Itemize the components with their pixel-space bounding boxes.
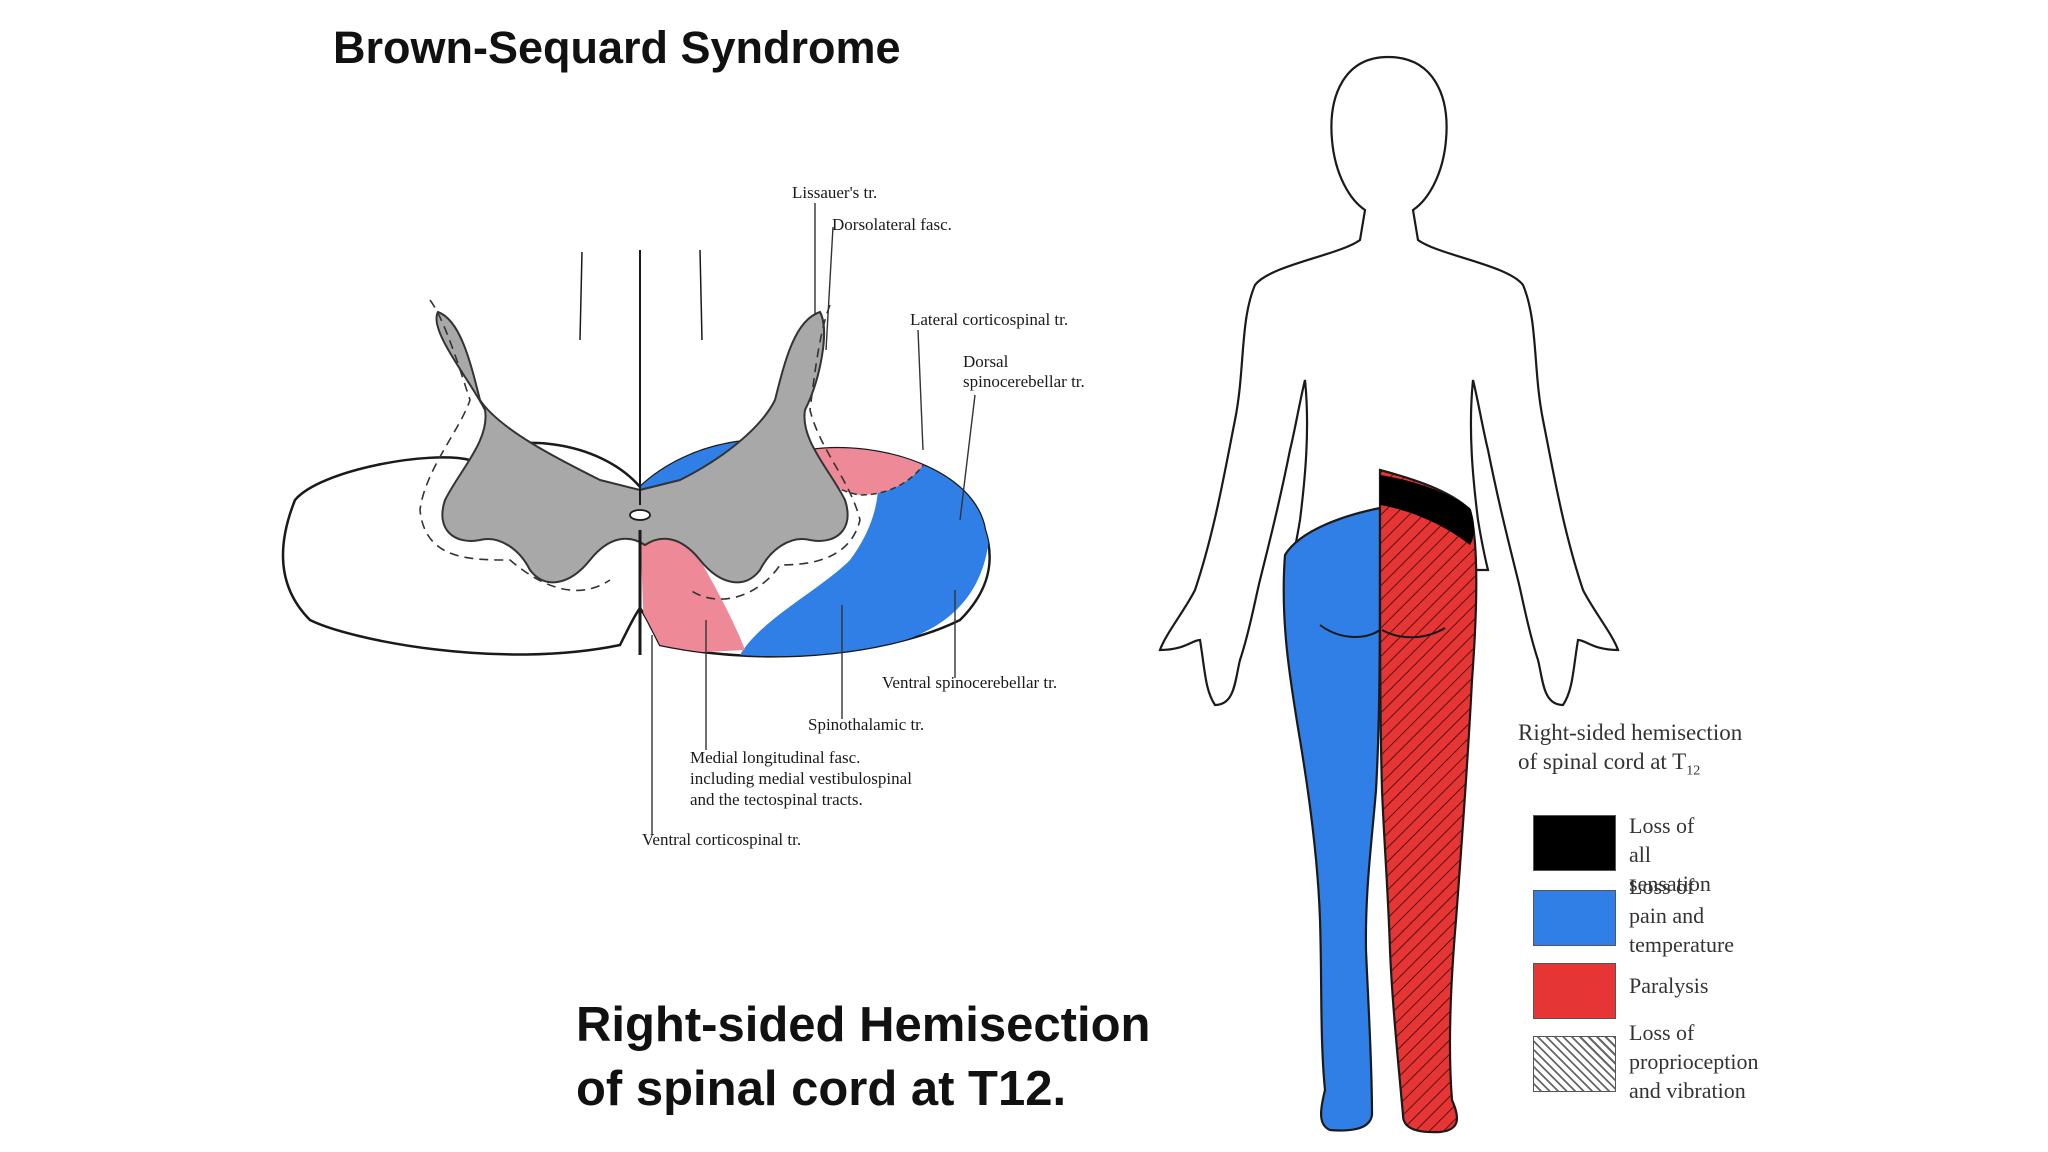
caption-line2: of spinal cord at T12. bbox=[576, 1062, 1067, 1116]
gluteal-fold-left bbox=[1319, 624, 1381, 638]
band-all-sensation-loss bbox=[1380, 475, 1475, 545]
label-dorsal-spinocerebellar-1: Dorsal bbox=[963, 352, 1009, 371]
slide-caption: Right-sided Hemisection of spinal cord a… bbox=[576, 993, 1150, 1121]
legend-line: Loss of all bbox=[1629, 813, 1695, 867]
legend-text-proprioception: Loss of proprioception and vibration bbox=[1629, 1018, 1759, 1105]
legend-title-subscript: 12 bbox=[1686, 763, 1701, 779]
left-leg-pain-temperature-loss bbox=[1282, 506, 1382, 1132]
central-canal bbox=[629, 509, 651, 521]
label-medial-longitudinal-2: including medial vestibulospinal bbox=[690, 769, 912, 788]
legend-line: Loss of bbox=[1629, 874, 1695, 899]
slide-title: Brown-Sequard Syndrome bbox=[333, 22, 901, 73]
label-lissauers-tract: Lissauer's tr. bbox=[792, 183, 878, 202]
solid-red-swatch-icon bbox=[1533, 963, 1616, 1019]
label-medial-longitudinal-1: Medial longitudinal fasc. bbox=[690, 748, 861, 767]
legend-title-line2-text: of spinal cord at T bbox=[1518, 749, 1687, 774]
gray-matter bbox=[435, 310, 849, 584]
label-dorsolateral-fasciculus: Dorsolateral fasc. bbox=[832, 215, 952, 234]
legend-text-paralysis: Paralysis bbox=[1629, 971, 1708, 1000]
label-lateral-corticospinal-tract: Lateral corticospinal tr. bbox=[910, 310, 1069, 329]
label-leader-lines bbox=[651, 203, 976, 835]
legend-line: temperature bbox=[1629, 932, 1735, 957]
legend-title-line2: of spinal cord at T12 bbox=[1518, 747, 1742, 786]
legend-line: pain and bbox=[1629, 903, 1705, 928]
caption-line1: Right-sided Hemisection bbox=[576, 998, 1151, 1052]
gray-matter-dashed-outline bbox=[419, 299, 611, 592]
leader-dorsal-spinocerebellar bbox=[959, 394, 976, 521]
label-ventral-corticospinal-tract: Ventral corticospinal tr. bbox=[642, 830, 802, 849]
legend-line: and vibration bbox=[1629, 1078, 1746, 1103]
legend-title-line1: Right-sided hemisection bbox=[1518, 720, 1743, 745]
label-dorsal-spinocerebellar-2: spinocerebellar tr. bbox=[963, 372, 1085, 391]
label-spinothalamic-tract: Spinothalamic tr. bbox=[808, 715, 925, 734]
gluteal-fold-right bbox=[1381, 627, 1446, 639]
legend-line: proprioception bbox=[1629, 1049, 1759, 1074]
legend-title: Right-sided hemisection of spinal cord a… bbox=[1518, 718, 1742, 786]
legend-line: Loss of bbox=[1629, 1020, 1695, 1045]
leader-dorsolateral bbox=[825, 226, 834, 351]
leader-lateral-corticospinal bbox=[917, 329, 924, 451]
gray-matter-dashed-outline-right bbox=[689, 304, 861, 600]
legend-line: sensation bbox=[1629, 871, 1711, 896]
hatched-swatch-icon bbox=[1533, 1036, 1616, 1092]
dorsal-intermediate-septum-right bbox=[699, 249, 703, 341]
cord-outline-group bbox=[281, 249, 991, 658]
label-medial-longitudinal-3: and the tectospinal tracts. bbox=[690, 790, 863, 809]
legend-text-pain-temperature: Loss of pain and temperature bbox=[1629, 872, 1734, 959]
solid-blue-swatch-icon bbox=[1533, 890, 1616, 946]
spinothalamic-region bbox=[740, 440, 990, 657]
label-ventral-spinocerebellar-tract: Ventral spinocerebellar tr. bbox=[882, 673, 1058, 692]
lateral-corticospinal-region bbox=[807, 440, 941, 496]
ventral-corticospinal-region bbox=[640, 525, 745, 655]
right-leg-paralysis bbox=[1378, 468, 1478, 1134]
dorsal-intermediate-septum-left bbox=[579, 251, 583, 341]
legend-text-all-sensation: Loss of all sensation bbox=[1629, 811, 1711, 898]
solid-black-swatch-icon bbox=[1533, 815, 1616, 871]
legend-line: Paralysis bbox=[1629, 973, 1709, 998]
